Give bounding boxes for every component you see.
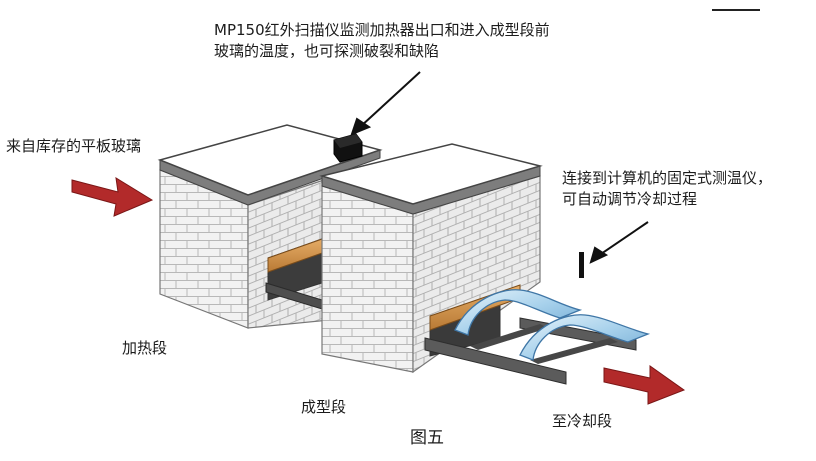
thermometer-pointer-head — [589, 246, 609, 264]
heating-furnace — [157, 124, 383, 329]
output-flow-arrow — [603, 365, 686, 405]
forming-furnace-left-face — [321, 185, 414, 373]
input-flow-arrow — [71, 177, 154, 217]
cooling-section-label: 至冷却段 — [552, 412, 613, 430]
scanner-pointer-line — [359, 71, 421, 128]
forming-section-label: 成型段 — [301, 398, 347, 416]
mp150-scanner — [333, 133, 363, 163]
glass-sheet-1 — [454, 289, 583, 336]
scanner-description-line2: 玻璃的温度，也可探测破裂和缺陷 — [214, 42, 440, 60]
heating-furnace-roof — [157, 124, 383, 196]
forming-furnace-roof — [319, 143, 543, 205]
scanner-pointer-head — [350, 117, 372, 136]
thermometer-pointer-line — [597, 221, 649, 257]
fixed-sensor-description-line1: 连接到计算机的固定式测温仪， — [562, 169, 773, 187]
forming-furnace — [319, 143, 543, 374]
fixed-thermometer — [579, 252, 584, 278]
heating-section-label: 加热段 — [122, 339, 168, 357]
formed-glass-sheets — [454, 289, 651, 361]
scanner-top — [334, 134, 362, 148]
glass-sheet-2 — [519, 314, 651, 361]
rail-cross-2 — [530, 338, 618, 364]
scanner-description-line1: MP150红外扫描仪监测加热器出口和进入成型段前 — [214, 21, 550, 39]
rail-front — [424, 337, 567, 385]
input-glass-label: 来自库存的平板玻璃 — [6, 137, 142, 155]
rail-cross-1 — [470, 324, 548, 350]
figure-caption: 图五 — [410, 428, 444, 448]
fixed-sensor-description-line2: 可自动调节冷却过程 — [562, 190, 698, 208]
pointer-arrows — [350, 71, 649, 264]
